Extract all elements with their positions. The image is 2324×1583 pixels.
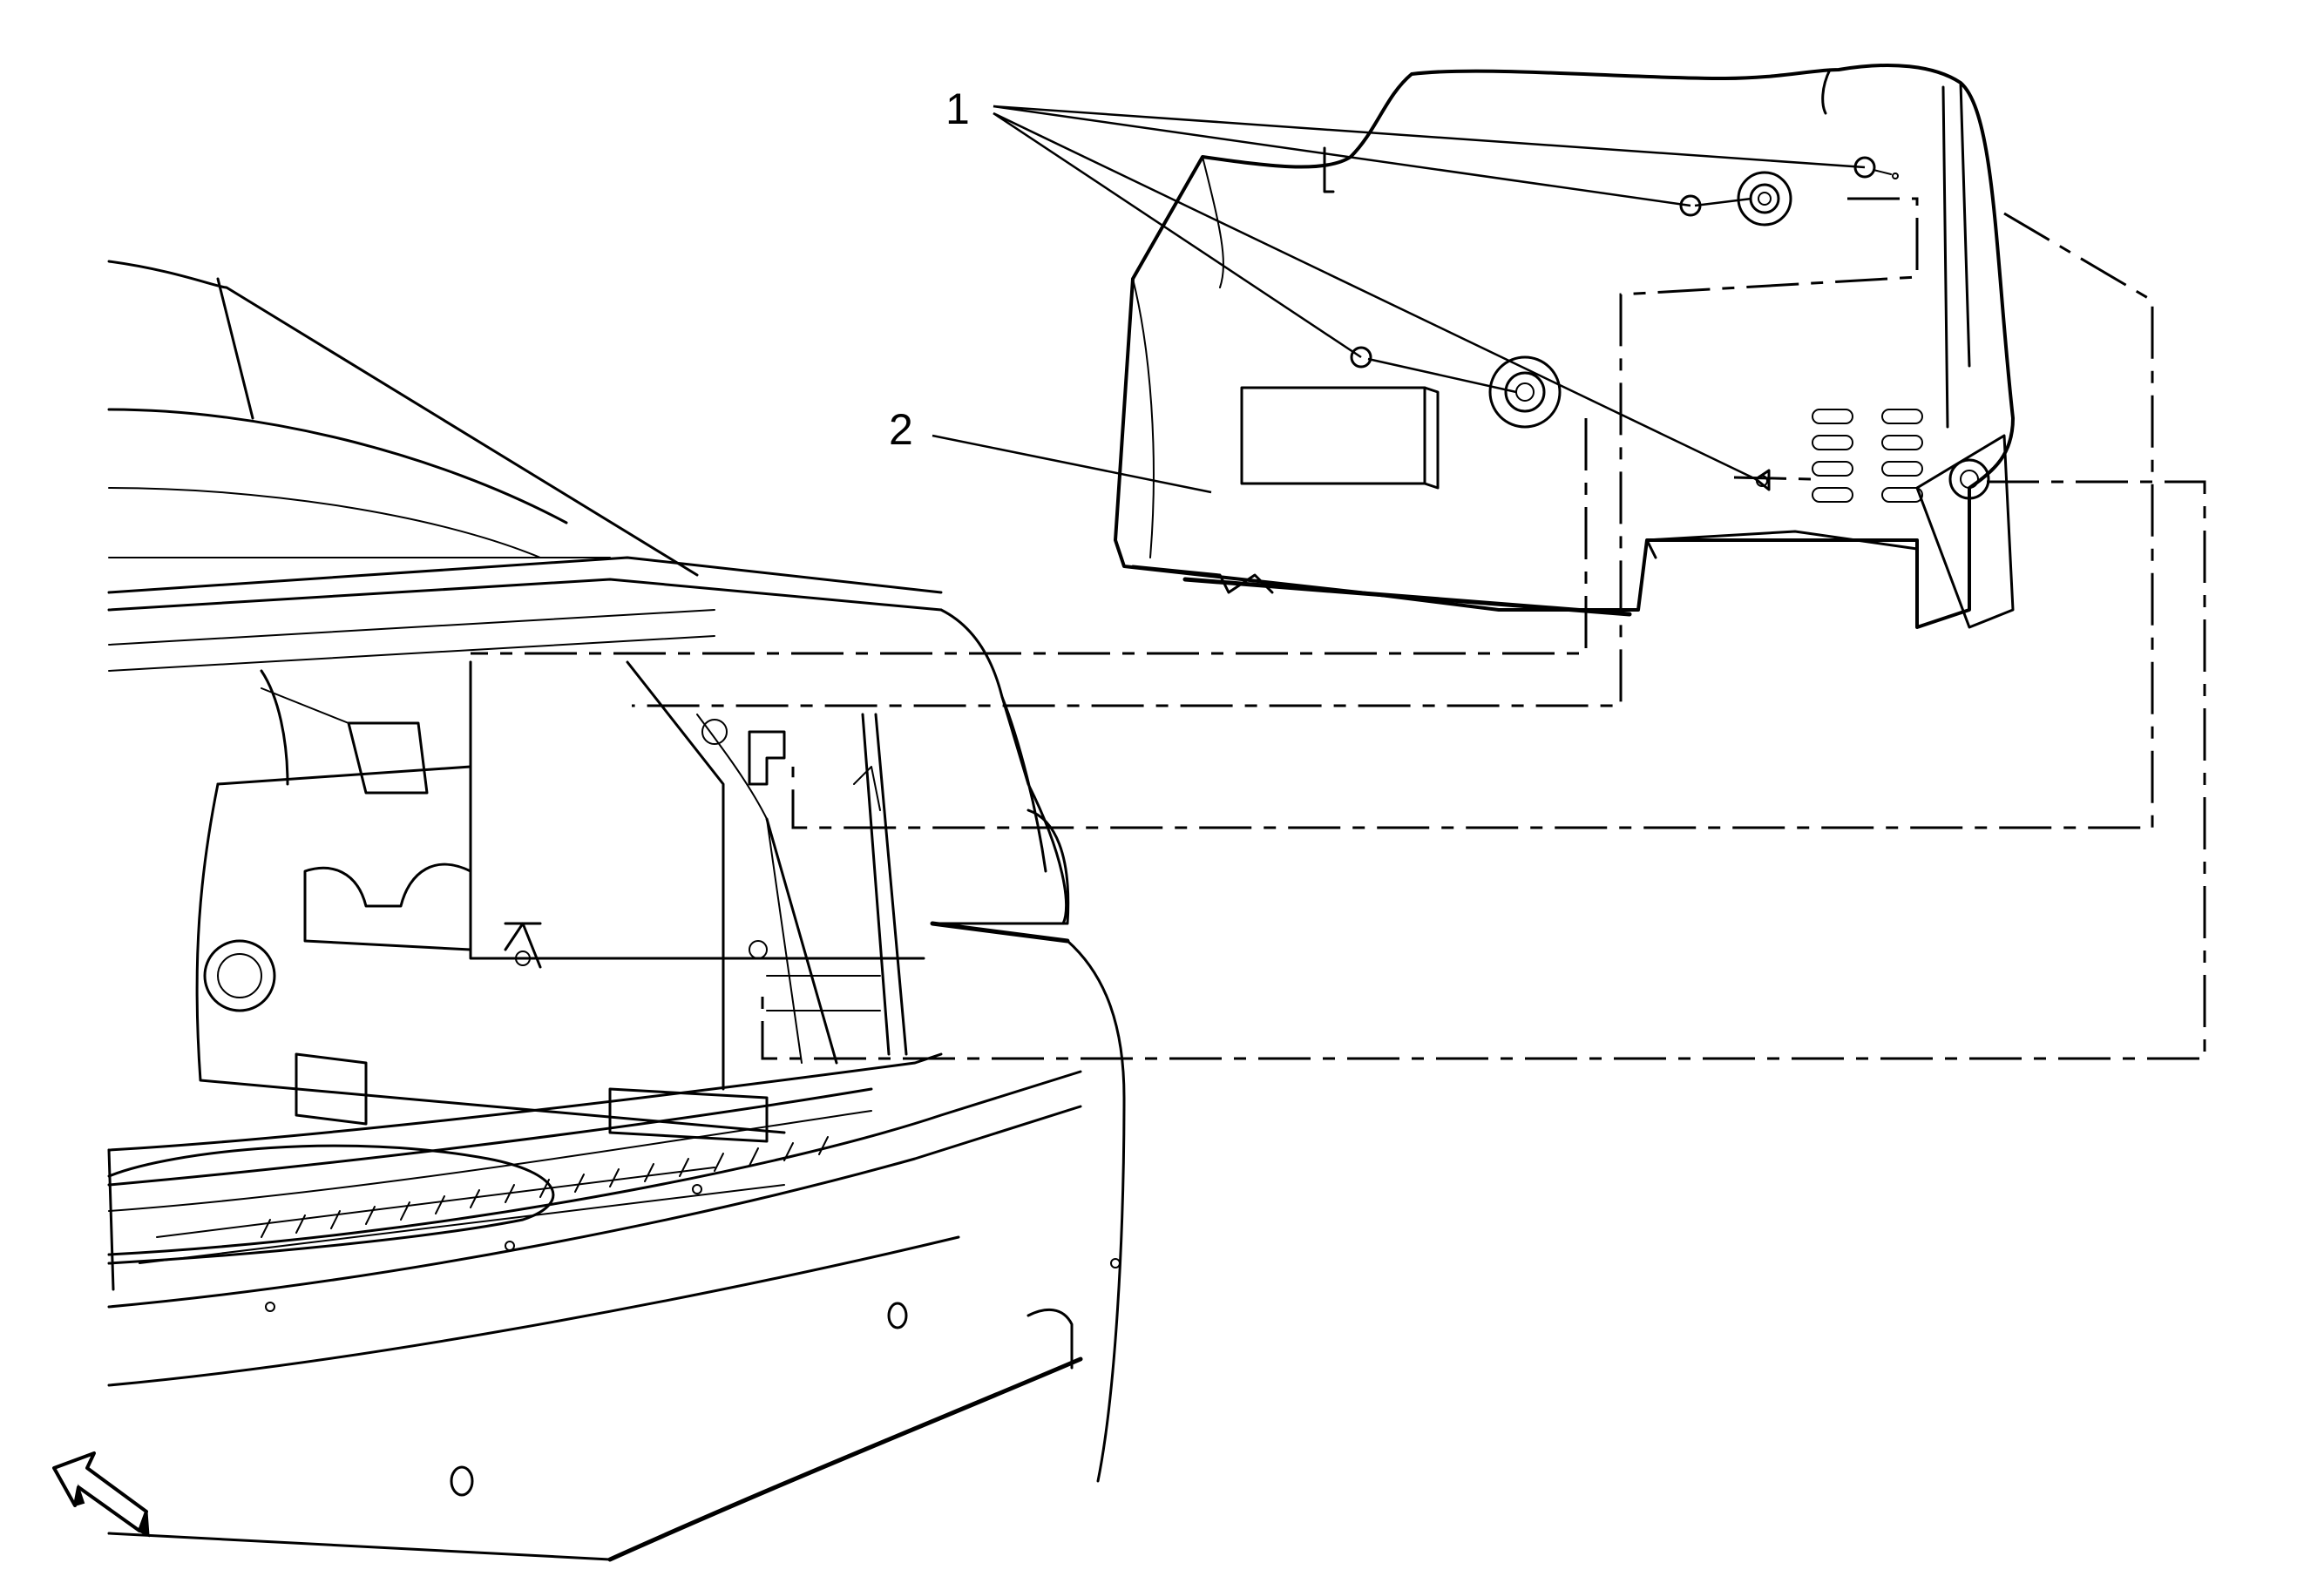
view-direction-arrow-icon <box>52 1451 150 1538</box>
panel-vent-slots <box>1812 409 1923 503</box>
callout-leaders <box>932 105 1866 494</box>
quarter-trim-panel <box>1114 64 2015 629</box>
vehicle-rear-body <box>107 260 1126 1562</box>
callout-2: 2 <box>889 405 913 454</box>
sill-plate-ribs <box>261 1136 829 1238</box>
panel-label-area <box>1240 386 1426 485</box>
callout-1: 1 <box>945 85 970 133</box>
alignment-dash-lines <box>471 197 2206 1060</box>
